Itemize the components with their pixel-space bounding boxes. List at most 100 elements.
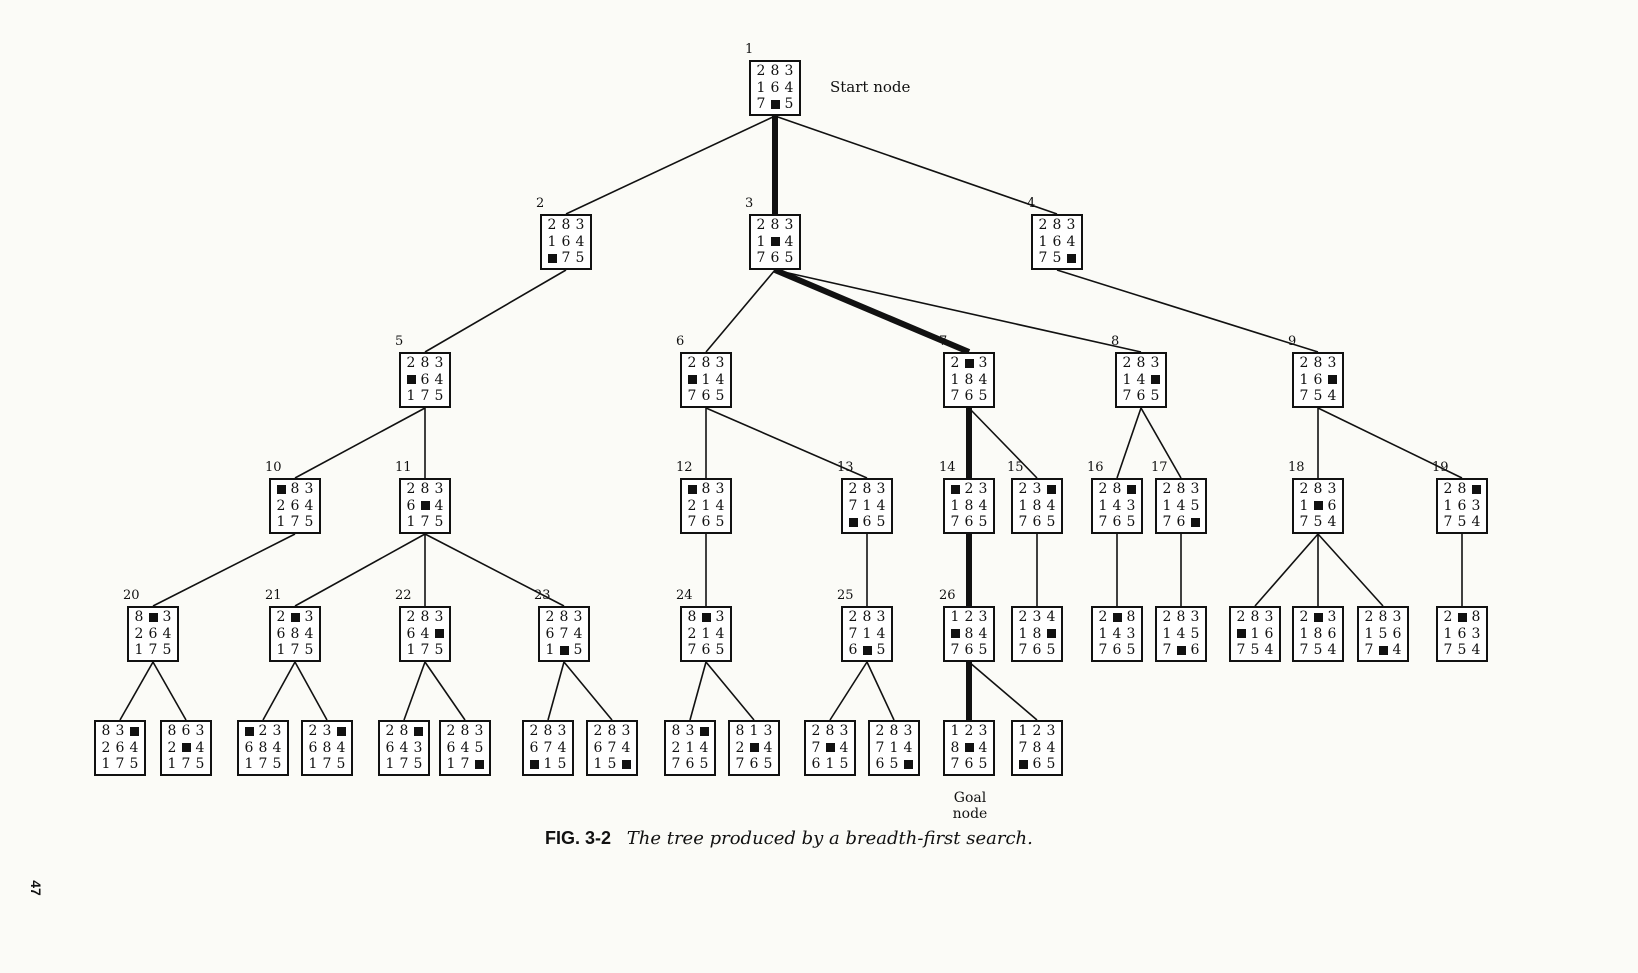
tile: 8 (964, 371, 974, 388)
tile: 7 (950, 388, 960, 405)
tile: 3 (413, 739, 423, 756)
tree-edge (152, 533, 296, 607)
tile: 5 (1313, 514, 1323, 531)
tile: 8 (1471, 609, 1481, 625)
tile: 7 (735, 756, 745, 773)
tile: 2 (1122, 355, 1132, 371)
tile: 5 (876, 514, 886, 531)
node-number: 2 (536, 196, 545, 211)
blank-tile-icon (950, 484, 960, 494)
tile: 3 (575, 217, 585, 233)
tile: 5 (1046, 514, 1056, 531)
tile: 7 (420, 642, 430, 659)
tree-edge (1056, 269, 1319, 353)
tile: 1 (593, 756, 603, 773)
tile: 4 (715, 497, 725, 514)
tile: 3 (1032, 609, 1042, 625)
blank-tile-icon (825, 743, 835, 753)
blank-tile (527, 756, 541, 773)
blank-tile (545, 250, 559, 267)
blank-tile (1311, 498, 1325, 515)
node-number: 12 (676, 460, 693, 475)
tile: 3 (715, 481, 725, 497)
tile: 7 (181, 756, 191, 773)
tile: 5 (162, 642, 172, 659)
blank-tile-icon (862, 645, 872, 655)
blank-tile-icon (770, 99, 780, 109)
tile: 2 (1038, 217, 1048, 233)
blank-tile (1064, 250, 1078, 267)
tile: 1 (749, 723, 759, 739)
node-number: 21 (265, 588, 282, 603)
tile: 7 (322, 756, 332, 773)
tile: 4 (1471, 642, 1481, 659)
node-number: 11 (395, 460, 412, 475)
tile: 5 (1378, 625, 1388, 642)
tree-edge (1140, 407, 1182, 479)
tree-edge (829, 661, 868, 721)
tile: 8 (290, 625, 300, 642)
node-number: 14 (939, 460, 956, 475)
tile: 3 (557, 723, 567, 739)
blank-tile-icon (1066, 253, 1076, 263)
tile: 4 (557, 739, 567, 756)
blank-tile (274, 481, 288, 498)
tile: 3 (1327, 481, 1337, 497)
tile: 2 (950, 355, 960, 371)
blank-tile-icon (699, 726, 709, 736)
tile: 8 (1313, 481, 1323, 497)
tile: 8 (1136, 355, 1146, 371)
tile: 4 (1176, 497, 1186, 514)
tile: 5 (304, 514, 314, 531)
tile: 8 (559, 609, 569, 625)
tile: 6 (964, 514, 974, 531)
tile: 5 (876, 642, 886, 659)
tile: 1 (1443, 625, 1453, 642)
node-number: 15 (1007, 460, 1024, 475)
tile: 2 (406, 481, 416, 497)
node-number: 13 (837, 460, 854, 475)
node-number: 17 (1151, 460, 1168, 475)
tree-edge (565, 115, 776, 215)
tile: 1 (276, 642, 286, 659)
blank-tile (404, 372, 418, 389)
tile: 3 (715, 355, 725, 371)
blank-tile (747, 740, 761, 757)
blank-tile (1044, 626, 1058, 643)
tile: 3 (978, 481, 988, 497)
tile: 5 (336, 756, 346, 773)
tile: 6 (385, 739, 395, 756)
tile: 8 (964, 625, 974, 642)
figure-number: FIG. 3-2 (545, 828, 612, 848)
tile: 2 (875, 723, 885, 739)
tile: 8 (561, 217, 571, 233)
tile: 4 (715, 625, 725, 642)
tile: 8 (1032, 497, 1042, 514)
tree-edge (705, 269, 776, 353)
tile: 1 (1443, 497, 1453, 514)
blank-tile-icon (1378, 645, 1388, 655)
blank-tile-icon (950, 629, 960, 639)
node-number: 16 (1087, 460, 1104, 475)
tile: 8 (1378, 609, 1388, 625)
tile: 5 (1457, 514, 1467, 531)
node-number: 3 (745, 196, 754, 211)
tile: 3 (434, 481, 444, 497)
tile: 7 (1443, 514, 1453, 531)
tile: 1 (1250, 625, 1260, 642)
blank-tile-icon (1313, 612, 1323, 622)
tile: 2 (735, 739, 745, 756)
tile: 7 (950, 756, 960, 773)
tree-edge (1317, 407, 1463, 479)
